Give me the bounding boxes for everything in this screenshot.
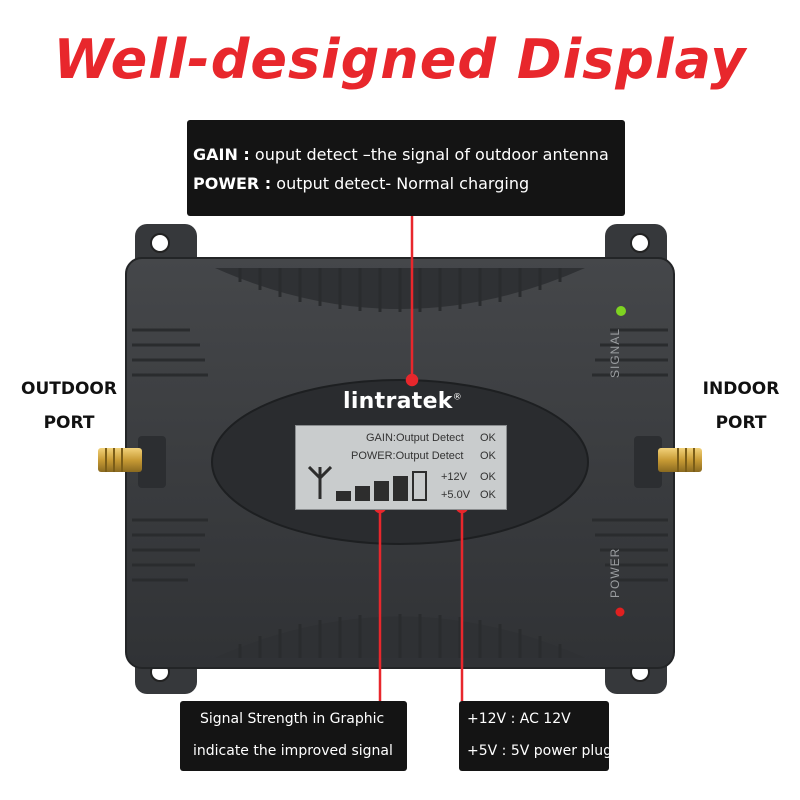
outdoor-port-label-line2: PORT bbox=[43, 413, 95, 433]
lcd-12v-label: +12V bbox=[441, 471, 467, 483]
lcd-power-text: POWER:Output Detect bbox=[351, 450, 464, 462]
signal-bar bbox=[393, 476, 408, 501]
voltage-callout-line1: +12V : AC 12V bbox=[467, 711, 571, 727]
signal-bar bbox=[336, 491, 351, 501]
trademark-symbol: ® bbox=[452, 392, 463, 403]
indoor-port-label-line2: PORT bbox=[715, 413, 767, 433]
gain-callout-line: GAIN : ouput detect –the signal of outdo… bbox=[193, 145, 609, 164]
lcd-12v-status: OK bbox=[480, 471, 496, 483]
lcd-screen: GAIN:Output Detect OK POWER:Output Detec… bbox=[295, 425, 507, 510]
lcd-power-status: OK bbox=[480, 450, 496, 462]
voltage-callout-line2: +5V : 5V power plug bbox=[467, 743, 613, 759]
power-callout-line: POWER : output detect- Normal charging bbox=[193, 174, 529, 193]
signal-bar bbox=[355, 486, 370, 501]
page-headline: Well-designed Display bbox=[53, 28, 747, 91]
top-cooling-fins bbox=[215, 268, 585, 312]
indoor-port-housing bbox=[634, 436, 662, 488]
brand-logo: lintratek® bbox=[343, 389, 483, 414]
signal-strength-callout: Signal Strength in Graphic indicate the … bbox=[180, 701, 407, 771]
indoor-port-connector bbox=[658, 448, 702, 472]
power-callout-text: output detect- Normal charging bbox=[276, 174, 530, 193]
gain-callout-text: ouput detect –the signal of outdoor ante… bbox=[254, 145, 609, 164]
signal-callout-line2: indicate the improved signal bbox=[193, 743, 393, 759]
outdoor-port-housing bbox=[138, 436, 166, 488]
gain-callout-label: GAIN : bbox=[193, 145, 250, 164]
right-side-fins bbox=[592, 328, 668, 582]
lcd-5v-label: +5.0V bbox=[441, 489, 471, 501]
lcd-gain-status: OK bbox=[480, 432, 496, 444]
outdoor-port-label: OUTDOOR PORT bbox=[4, 372, 134, 440]
power-vertical-label: POWER bbox=[608, 547, 622, 598]
signal-bar bbox=[374, 481, 389, 501]
signal-led bbox=[616, 306, 626, 316]
signal-vertical-label: SIGNAL bbox=[608, 327, 622, 378]
brand-name: lintratek bbox=[343, 389, 453, 414]
power-led bbox=[615, 607, 625, 617]
signal-callout-line1: Signal Strength in Graphic bbox=[200, 711, 385, 727]
lcd-gain-text: GAIN:Output Detect bbox=[366, 432, 464, 444]
outdoor-port-label-line1: OUTDOOR bbox=[21, 379, 117, 399]
left-side-fins bbox=[132, 328, 208, 582]
power-callout-label: POWER : bbox=[193, 174, 272, 193]
signal-bar bbox=[412, 471, 427, 501]
voltage-callout: +12V : AC 12V +5V : 5V power plug bbox=[459, 701, 613, 771]
antenna-icon bbox=[308, 466, 332, 499]
indoor-port-label: INDOOR PORT bbox=[676, 372, 800, 440]
gain-power-callout: GAIN : ouput detect –the signal of outdo… bbox=[187, 120, 625, 216]
indoor-port-label-line1: INDOOR bbox=[702, 379, 780, 399]
outdoor-port-connector bbox=[98, 448, 142, 472]
lcd-5v-status: OK bbox=[480, 489, 496, 501]
